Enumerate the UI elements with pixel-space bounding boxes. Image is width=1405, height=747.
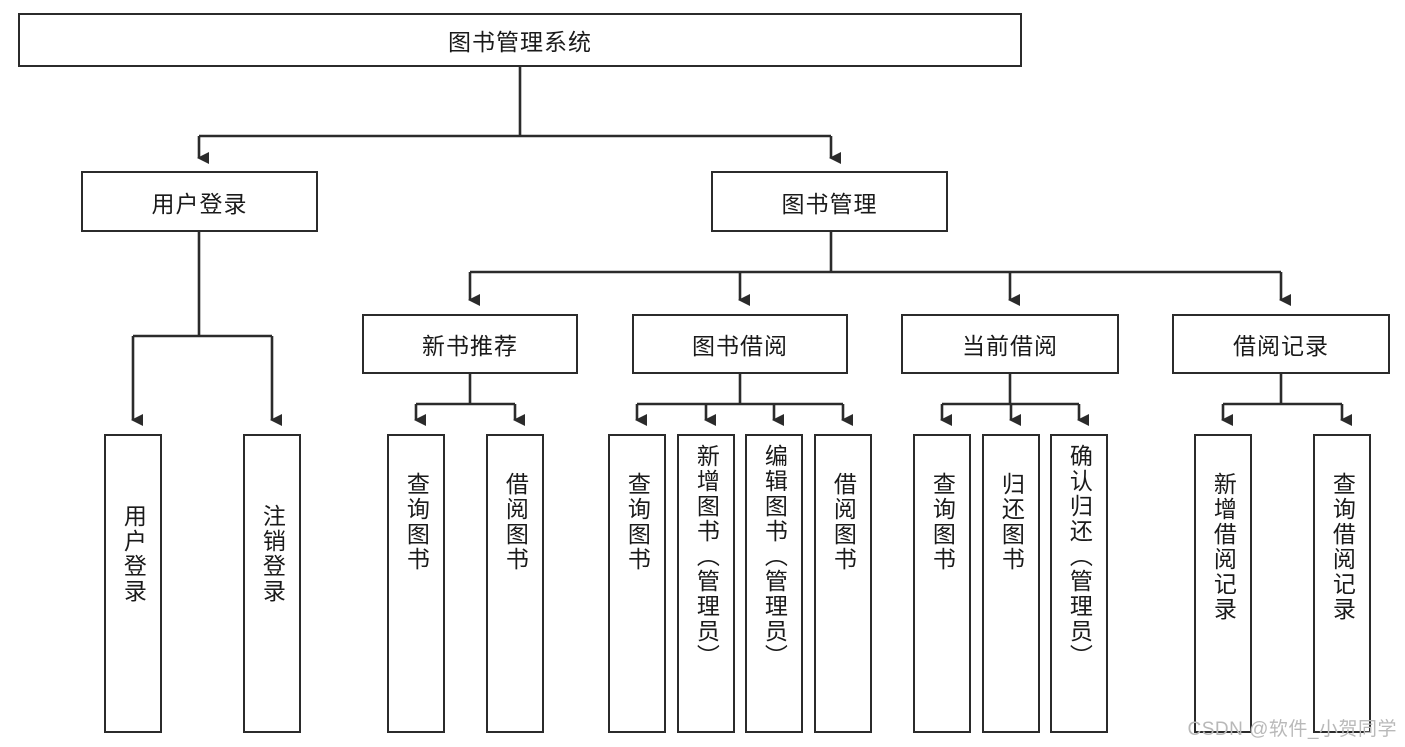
node-leaf-query-book-3[interactable]: 查询图书 xyxy=(913,434,971,733)
node-leaf-query-book-1[interactable]: 查询图书 xyxy=(387,434,445,733)
node-leaf-borrow-book-2[interactable]: 借阅图书 xyxy=(814,434,872,733)
node-root[interactable]: 图书管理系统 xyxy=(18,13,1022,67)
node-current-borrow-label: 当前借阅 xyxy=(962,333,1058,359)
node-leaf-borrow-book-1-label: 借阅图书 xyxy=(502,472,529,572)
node-leaf-query-book-3-label: 查询图书 xyxy=(929,472,956,572)
node-user-login-label: 用户登录 xyxy=(151,190,248,217)
node-new-book-recommend-label: 新书推荐 xyxy=(422,333,518,359)
node-book-manage-label: 图书管理 xyxy=(781,190,878,217)
node-leaf-confirm-return-label: 确认归还（管理员） xyxy=(1066,444,1093,669)
node-leaf-edit-book[interactable]: 编辑图书（管理员） xyxy=(745,434,803,733)
node-current-borrow[interactable]: 当前借阅 xyxy=(901,314,1119,374)
node-leaf-query-record[interactable]: 查询借阅记录 xyxy=(1313,434,1371,733)
node-leaf-add-book-label: 新增图书（管理员） xyxy=(693,444,720,669)
node-leaf-borrow-book-2-label: 借阅图书 xyxy=(830,472,857,572)
node-leaf-user-login[interactable]: 用户登录 xyxy=(104,434,162,733)
node-leaf-edit-book-label: 编辑图书（管理员） xyxy=(761,444,788,669)
node-book-manage[interactable]: 图书管理 xyxy=(711,171,948,232)
node-borrow-record[interactable]: 借阅记录 xyxy=(1172,314,1390,374)
node-leaf-user-login-label: 用户登录 xyxy=(120,504,147,604)
node-leaf-add-record[interactable]: 新增借阅记录 xyxy=(1194,434,1252,733)
node-leaf-return-book-label: 归还图书 xyxy=(998,472,1025,572)
node-leaf-add-book[interactable]: 新增图书（管理员） xyxy=(677,434,735,733)
node-leaf-confirm-return[interactable]: 确认归还（管理员） xyxy=(1050,434,1108,733)
node-leaf-add-record-label: 新增借阅记录 xyxy=(1210,472,1237,622)
node-leaf-query-book-2-label: 查询图书 xyxy=(624,472,651,572)
node-leaf-query-record-label: 查询借阅记录 xyxy=(1329,472,1356,622)
node-borrow-record-label: 借阅记录 xyxy=(1233,333,1329,359)
node-leaf-logout-label: 注销登录 xyxy=(259,504,286,604)
node-leaf-query-book-2[interactable]: 查询图书 xyxy=(608,434,666,733)
node-leaf-logout[interactable]: 注销登录 xyxy=(243,434,301,733)
node-root-label: 图书管理系统 xyxy=(448,29,592,55)
node-leaf-query-book-1-label: 查询图书 xyxy=(403,472,430,572)
node-book-borrow[interactable]: 图书借阅 xyxy=(632,314,848,374)
node-book-borrow-label: 图书借阅 xyxy=(692,333,788,359)
node-user-login[interactable]: 用户登录 xyxy=(81,171,318,232)
watermark-text: CSDN @软件_小贺同学 xyxy=(1187,719,1397,740)
node-new-book-recommend[interactable]: 新书推荐 xyxy=(362,314,578,374)
node-leaf-borrow-book-1[interactable]: 借阅图书 xyxy=(486,434,544,733)
node-leaf-return-book[interactable]: 归还图书 xyxy=(982,434,1040,733)
